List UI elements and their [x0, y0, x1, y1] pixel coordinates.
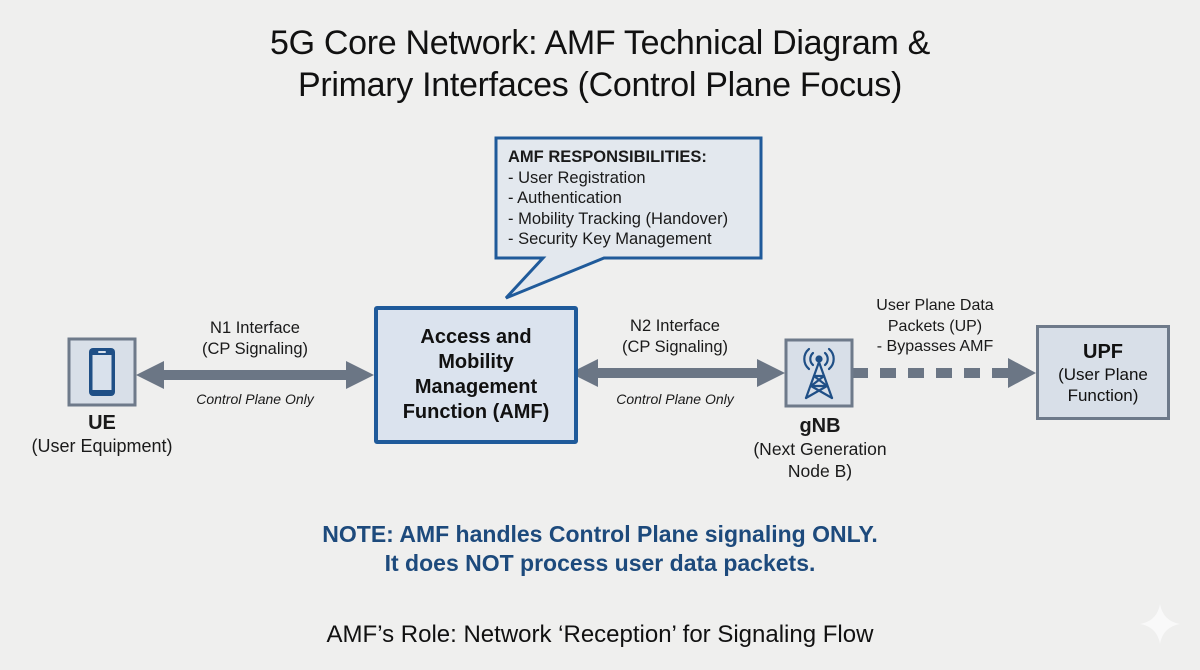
amf-label-line: Access and — [420, 326, 532, 348]
footer-caption: AMF’s Role: Network ‘Reception’ for Sign… — [326, 621, 874, 648]
gnb-node-box — [784, 338, 854, 408]
responsibility-item: - Mobility Tracking (Handover) — [508, 209, 729, 228]
amf-note: NOTE: AMF handles Control Plane signalin… — [0, 520, 1200, 578]
amf-label-line: Function (AMF) — [402, 401, 550, 423]
n2-arrowhead-right — [757, 359, 785, 387]
ue-description: (User Equipment) — [31, 436, 173, 456]
up-label-line1: User Plane Data — [876, 297, 994, 314]
n1-interface-label: N1 Interface (CP Signaling) — [180, 318, 330, 360]
n1-sublabel: Control Plane Only — [196, 391, 314, 407]
n2-label-line2: (CP Signaling) — [621, 338, 729, 356]
upf-node-box: UPF (User Plane Function) — [1036, 325, 1170, 420]
amf-label-line: Mobility — [438, 351, 514, 373]
upf-description-line1: (User Plane — [1058, 364, 1148, 384]
amf-label-line: Management — [414, 376, 538, 398]
sparkle-icon — [1140, 604, 1180, 644]
gnb-description-line1: (Next Generation — [753, 439, 887, 459]
responsibility-item: - User Registration — [508, 168, 646, 187]
up-label-line3: - Bypasses AMF — [876, 338, 994, 355]
n2-arrow — [570, 359, 785, 387]
up-label-line2: Packets (UP) — [887, 317, 983, 335]
upf-name: UPF — [1083, 340, 1123, 363]
cell-tower-icon — [803, 347, 835, 400]
diagram-title: 5G Core Network: AMF Technical Diagram &… — [0, 22, 1200, 106]
up-arrowhead — [1008, 358, 1036, 388]
n2-interface-label: N2 Interface (CP Signaling) — [600, 316, 750, 358]
gnb-name: gNB — [799, 415, 841, 437]
note-line1: NOTE: AMF handles Control Plane signalin… — [322, 521, 878, 547]
callout-heading: AMF RESPONSIBILITIES: — [508, 148, 707, 166]
n1-arrowhead-left — [136, 361, 164, 389]
ue-label: UE (User Equipment) — [22, 411, 182, 457]
user-plane-label: User Plane Data Packets (UP) - Bypasses … — [860, 296, 1010, 358]
gnb-description-line2: Node B) — [787, 461, 853, 481]
n1-arrow — [136, 361, 374, 389]
user-plane-arrow — [852, 358, 1036, 388]
ue-node-box — [67, 337, 137, 407]
smartphone-icon — [89, 348, 115, 396]
responsibility-item: - Security Key Management — [508, 230, 712, 248]
n2-label-line1: N2 Interface — [630, 317, 720, 335]
amf-responsibilities-callout: AMF RESPONSIBILITIES: - User Registratio… — [508, 147, 728, 250]
n1-label-line1: N1 Interface — [210, 319, 300, 337]
ue-name: UE — [88, 412, 116, 434]
n2-arrowhead-left — [570, 359, 598, 387]
upf-description-line2: Function) — [1067, 385, 1139, 405]
n2-sublabel: Control Plane Only — [616, 391, 734, 407]
note-line2: It does NOT process user data packets. — [384, 550, 816, 576]
responsibility-item: - Authentication — [508, 189, 622, 207]
callout-bubble — [494, 136, 763, 300]
title-line-1: 5G Core Network: AMF Technical Diagram & — [269, 24, 931, 62]
title-line-2: Primary Interfaces (Control Plane Focus) — [298, 66, 902, 104]
gnb-label: gNB (Next Generation Node B) — [735, 414, 905, 482]
n1-arrowhead-right — [346, 361, 374, 389]
amf-node-box: Access and Mobility Management Function … — [374, 306, 578, 444]
n1-label-line2: (CP Signaling) — [201, 340, 309, 358]
